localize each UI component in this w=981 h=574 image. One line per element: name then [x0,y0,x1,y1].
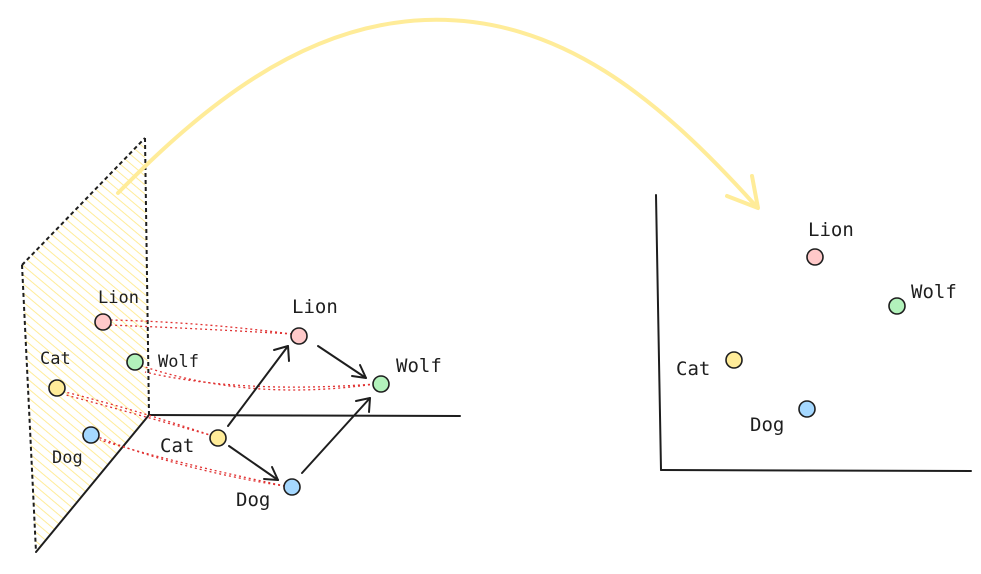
relation-arrows [227,345,371,481]
embedding-horizontal-axis [148,414,461,417]
result-label-dog: Dog [750,414,784,436]
embedding-label-cat: Cat [160,435,194,457]
projection-line-dog [97,436,291,488]
embedding-label-dog: Dog [236,489,270,511]
result-label-cat: Cat [676,358,710,380]
embedding-point-lion [290,327,308,345]
arrow-cat-to-dog [228,445,279,481]
plane-left-edge [21,264,37,553]
plane-label-wolf: Wolf [158,352,199,372]
arrow-dog-to-wolf [301,397,371,474]
projection-line-wolf [144,371,376,388]
result-point-dog [798,400,816,418]
plane-point-dog [82,426,100,444]
projection-line-wolf [141,365,376,391]
result-label-wolf: Wolf [911,281,957,303]
embedding-point-cat [209,429,227,447]
plane-label-lion: Lion [98,288,139,308]
arrow-cat-to-lion [227,345,290,427]
embedding-point-wolf [372,375,390,393]
embedding-label-wolf: Wolf [396,355,442,377]
result-x-axis [660,469,972,472]
embedding-label-lion: Lion [292,296,338,318]
projection-line-lion [109,319,293,335]
plane-label-dog: Dog [52,448,83,468]
result-point-cat [725,351,743,369]
arrow-lion-to-wolf [317,345,367,379]
plane-point-cat [48,379,66,397]
result-point-lion [806,248,824,266]
result-point-wolf [888,297,906,315]
projection-plane [21,137,150,553]
plane-point-lion [94,313,112,331]
result-plot: Lion Wolf Cat Dog [655,194,972,472]
result-y-axis [655,194,662,471]
plane-point-wolf [126,353,144,371]
projection-lines [64,319,376,488]
plane-points: Lion Wolf Cat Dog [40,288,199,468]
plane-fill [22,138,149,552]
transfer-arrow [116,17,760,210]
result-label-lion: Lion [808,219,854,241]
plane-bottom-edge [35,414,150,553]
plane-label-cat: Cat [40,349,71,369]
projection-line-dog [99,439,291,488]
plane-top-edge [21,137,146,266]
embedding-points: Lion Wolf Cat Dog [160,296,442,511]
projection-line-cat [65,394,214,437]
embedding-point-dog [283,478,301,496]
